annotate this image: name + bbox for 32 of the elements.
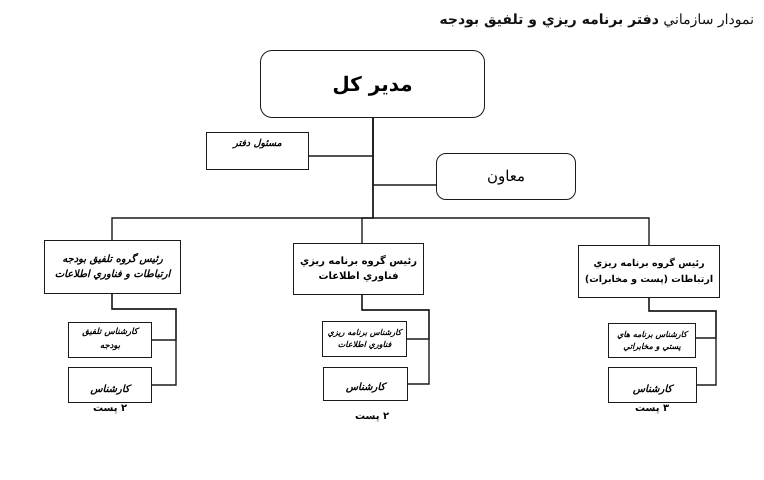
chart-title: نمودار سازماني دفتر برنامه ريزي و تلفيق بودجه <box>439 11 754 30</box>
position-box <box>44 240 181 294</box>
position-title: مسئول دفتر <box>233 138 282 150</box>
position-title: كارشناس برنامه ريزي فناوري اطلاعات <box>327 327 402 351</box>
position-title: رئيس گروه تلفيق بودجه ارتباطات و فناوري اطلاعات <box>54 252 172 282</box>
connector-line <box>111 118 374 240</box>
position-box <box>322 321 407 357</box>
connector-line <box>111 294 177 386</box>
position-box <box>68 367 152 403</box>
connector-line <box>648 298 717 386</box>
position-title: كارشناس <box>346 381 386 394</box>
position-box <box>323 367 408 401</box>
position-title: رئيس گروه برنامه ريزي ارتباطات (پست و مخابرات) <box>584 256 714 286</box>
position-box <box>578 245 720 298</box>
position-title: مدير كل <box>332 71 413 97</box>
post-count: ۲ پست <box>92 403 128 415</box>
rounded-position-box <box>260 50 485 118</box>
position-title: كارشناس برنامه هاي پستي و مخابراتي <box>616 328 690 352</box>
position-box <box>608 367 697 403</box>
position-title: رئيس گروه برنامه ريزي فناوري اطلاعات <box>299 254 418 284</box>
position-title: كارشناس تلفيق بودجه <box>81 326 140 353</box>
position-box <box>293 243 424 295</box>
position-box <box>68 322 152 358</box>
position-title: كارشناس <box>632 383 672 396</box>
rounded-position-box <box>436 153 576 200</box>
position-box <box>608 323 696 358</box>
post-count: ۲ پست <box>354 411 390 423</box>
position-title: معاون <box>486 166 526 186</box>
post-count: ۳ پست <box>634 403 670 415</box>
position-title: كارشناس <box>90 383 130 396</box>
connector-line <box>361 295 430 385</box>
position-box <box>206 132 309 170</box>
